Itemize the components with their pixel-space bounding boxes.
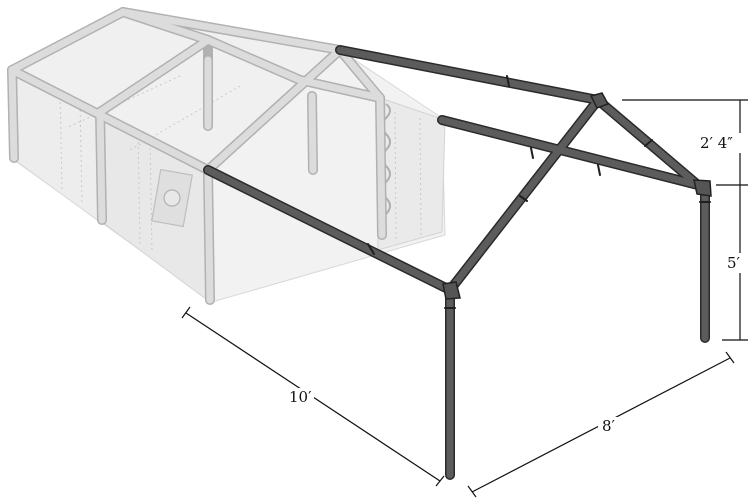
wall-height-dimension-label: 5′ (727, 254, 741, 272)
length-dimension-label: 10′ (289, 388, 312, 406)
mid-purlin-pipe (438, 116, 702, 189)
roof-rise-dimension-label: 2′ 4″ (700, 134, 733, 152)
ridge-fitting (589, 92, 610, 109)
width-dimension-label: 8′ (602, 417, 616, 435)
ghost-window-icon (151, 168, 193, 228)
rafter-near-pipe (446, 96, 602, 294)
far-corner-fitting (693, 179, 712, 197)
ghost-frame (7, 7, 387, 305)
near-eave-pipe (204, 166, 454, 294)
ghost-tent (7, 7, 446, 305)
dark-frame (203, 45, 712, 480)
far-eave-pipe (336, 46, 602, 104)
near-corner-fitting (442, 281, 461, 300)
